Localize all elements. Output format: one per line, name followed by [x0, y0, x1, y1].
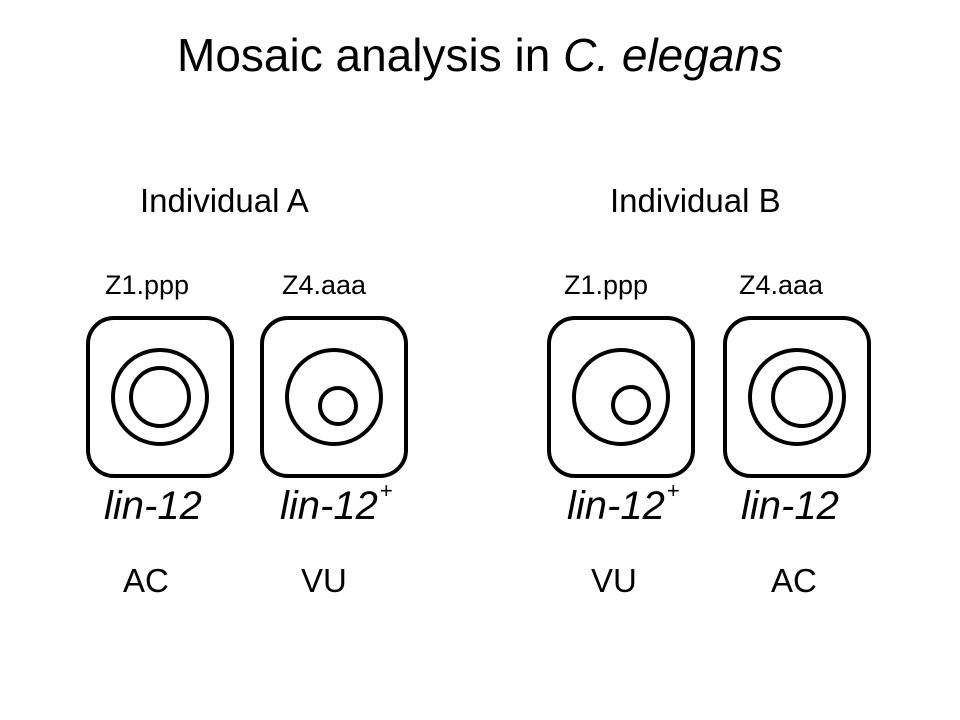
genotype-b2: lin-12 — [741, 484, 841, 529]
cell-a2 — [260, 316, 408, 478]
title-species: C. elegans — [563, 29, 783, 81]
gene-name: lin-12 — [280, 484, 378, 528]
page-title: Mosaic analysis in C. elegans — [0, 28, 960, 82]
nucleus-small — [318, 386, 358, 426]
title-text: Mosaic analysis in — [177, 29, 551, 81]
individual-a-label: Individual A — [140, 182, 309, 219]
nucleus-large — [771, 366, 833, 428]
fate-b2: AC — [771, 562, 817, 599]
cell-membrane — [547, 316, 695, 478]
gene-name: lin-12 — [741, 484, 839, 528]
cell-outer-ring — [572, 348, 670, 446]
cell-name-b1: Z1.ppp — [564, 270, 649, 300]
cell-name-b2: Z4.aaa — [739, 270, 824, 300]
gene-name: lin-12 — [104, 484, 202, 528]
gene-name: lin-12 — [567, 484, 665, 528]
genotype-a2: lin-12+ — [280, 478, 393, 529]
nucleus-large — [129, 366, 191, 428]
fate-a1: AC — [123, 562, 169, 599]
genotype-b1: lin-12+ — [567, 478, 680, 529]
gene-allele: + — [379, 478, 393, 503]
cell-membrane — [260, 316, 408, 478]
cell-membrane — [86, 316, 234, 478]
gene-allele: + — [666, 478, 680, 503]
cell-b1 — [547, 316, 695, 478]
cell-outer-ring — [285, 348, 383, 446]
cell-a1 — [86, 316, 234, 478]
individual-b-label: Individual B — [610, 182, 781, 219]
cell-b2 — [723, 316, 871, 478]
fate-a2: VU — [301, 562, 347, 599]
fate-b1: VU — [591, 562, 637, 599]
cell-outer-ring — [748, 348, 846, 446]
cell-name-a1: Z1.ppp — [105, 270, 190, 300]
cell-membrane — [723, 316, 871, 478]
nucleus-small — [611, 385, 651, 425]
cell-name-a2: Z4.aaa — [282, 270, 367, 300]
genotype-a1: lin-12 — [104, 484, 204, 529]
cell-outer-ring — [111, 348, 209, 446]
